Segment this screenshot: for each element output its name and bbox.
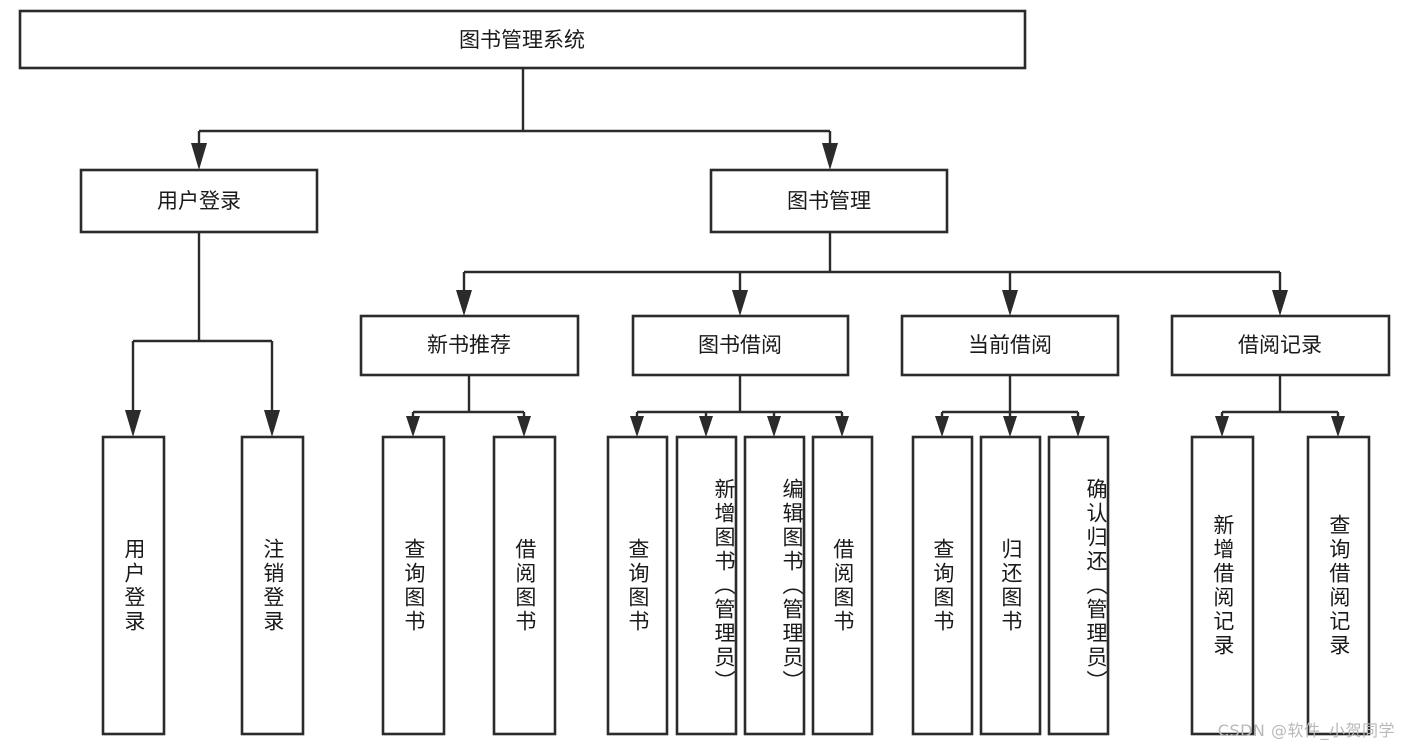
node-book-manage[interactable]: 图书管理 (709, 168, 949, 234)
node-book-borrow-box[interactable] (631, 314, 850, 377)
connector-group-root-to-level2 (191, 68, 838, 170)
node-leaf-current-query-book-box[interactable] (911, 435, 974, 736)
node-leaf-borrow-edit-book-box[interactable] (743, 435, 806, 736)
arrow-head-leaf-borrow-query-book (630, 416, 644, 437)
connector-group-bookborrow-to-leaves (630, 375, 849, 437)
node-leaf-rec-borrow-book-box[interactable] (492, 435, 557, 736)
arrow-head-leaf-record-add (1215, 416, 1229, 437)
arrow-head-leaf-borrow-add-book (699, 416, 713, 437)
node-book-manage-box[interactable] (709, 168, 949, 234)
arrow-head-leaf-borrow-borrow-book (835, 416, 849, 437)
node-user-login-label: 用户登录 (157, 189, 241, 213)
node-current-borrow-label: 当前借阅 (968, 333, 1052, 357)
arrow-head-user-login (191, 143, 207, 170)
node-borrow-record-label: 借阅记录 (1238, 333, 1322, 357)
node-book-borrow-label: 图书借阅 (698, 333, 782, 357)
node-leaf-current-confirm-return-box[interactable] (1047, 435, 1110, 736)
arrow-head-leaf-user-login (125, 410, 141, 437)
arrow-head-leaf-record-query (1331, 416, 1345, 437)
arrow-head-current-borrow (1002, 290, 1018, 316)
arrow-head-leaf-borrow-edit-book (767, 416, 781, 437)
node-current-borrow[interactable]: 当前借阅 (900, 314, 1120, 377)
node-leaf-record-add-box[interactable] (1190, 435, 1255, 736)
node-leaf-user-logout-box[interactable] (240, 435, 305, 736)
watermark-text: CSDN @软件_小贺同学 (1217, 721, 1395, 740)
node-leaf-current-return-book-box[interactable] (979, 435, 1042, 736)
node-book-manage-label: 图书管理 (787, 189, 871, 213)
arrow-head-book-manage (822, 143, 838, 170)
node-user-login-box[interactable] (79, 168, 319, 234)
node-new-book-rec-box[interactable] (359, 314, 580, 377)
connector-group-user-login-to-leaves (125, 232, 280, 437)
arrow-head-leaf-current-confirm-return (1071, 416, 1085, 437)
arrow-head-book-borrow (732, 290, 748, 316)
node-new-book-rec[interactable]: 新书推荐 (359, 314, 580, 377)
connector-group-currentborrow-to-leaves (935, 375, 1085, 437)
node-new-book-rec-label: 新书推荐 (427, 333, 511, 357)
node-current-borrow-box[interactable] (900, 314, 1120, 377)
node-book-borrow[interactable]: 图书借阅 (631, 314, 850, 377)
node-leaf-borrow-query-book-box[interactable] (606, 435, 669, 736)
arrow-head-leaf-current-query-book (935, 416, 949, 437)
node-root-box[interactable] (18, 9, 1027, 70)
node-leaf-borrow-borrow-book-box[interactable] (811, 435, 874, 736)
arrow-head-leaf-current-return-book (1003, 416, 1017, 437)
node-leaf-user-login-box[interactable] (101, 435, 166, 736)
connector-group-newbook-to-leaves (406, 375, 531, 437)
node-root[interactable]: 图书管理系统 (18, 9, 1027, 70)
arrow-head-leaf-rec-borrow-book (517, 416, 531, 437)
node-leaf-rec-query-book-box[interactable] (381, 435, 446, 736)
arrow-head-borrow-record (1272, 290, 1288, 316)
node-borrow-record[interactable]: 借阅记录 (1170, 314, 1391, 377)
node-leaf-borrow-add-book-box[interactable] (675, 435, 738, 736)
arrow-head-leaf-rec-query-book (406, 416, 420, 437)
node-leaf-record-query-box[interactable] (1306, 435, 1371, 736)
node-root-label: 图书管理系统 (459, 28, 585, 52)
node-user-login[interactable]: 用户登录 (79, 168, 319, 234)
node-borrow-record-box[interactable] (1170, 314, 1391, 377)
arrow-head-new-book-rec (456, 290, 472, 316)
connector-group-borrowrecord-to-leaves (1215, 375, 1345, 437)
connector-group-book-manage-to-level3 (456, 232, 1288, 316)
arrow-head-leaf-user-logout (264, 410, 280, 437)
